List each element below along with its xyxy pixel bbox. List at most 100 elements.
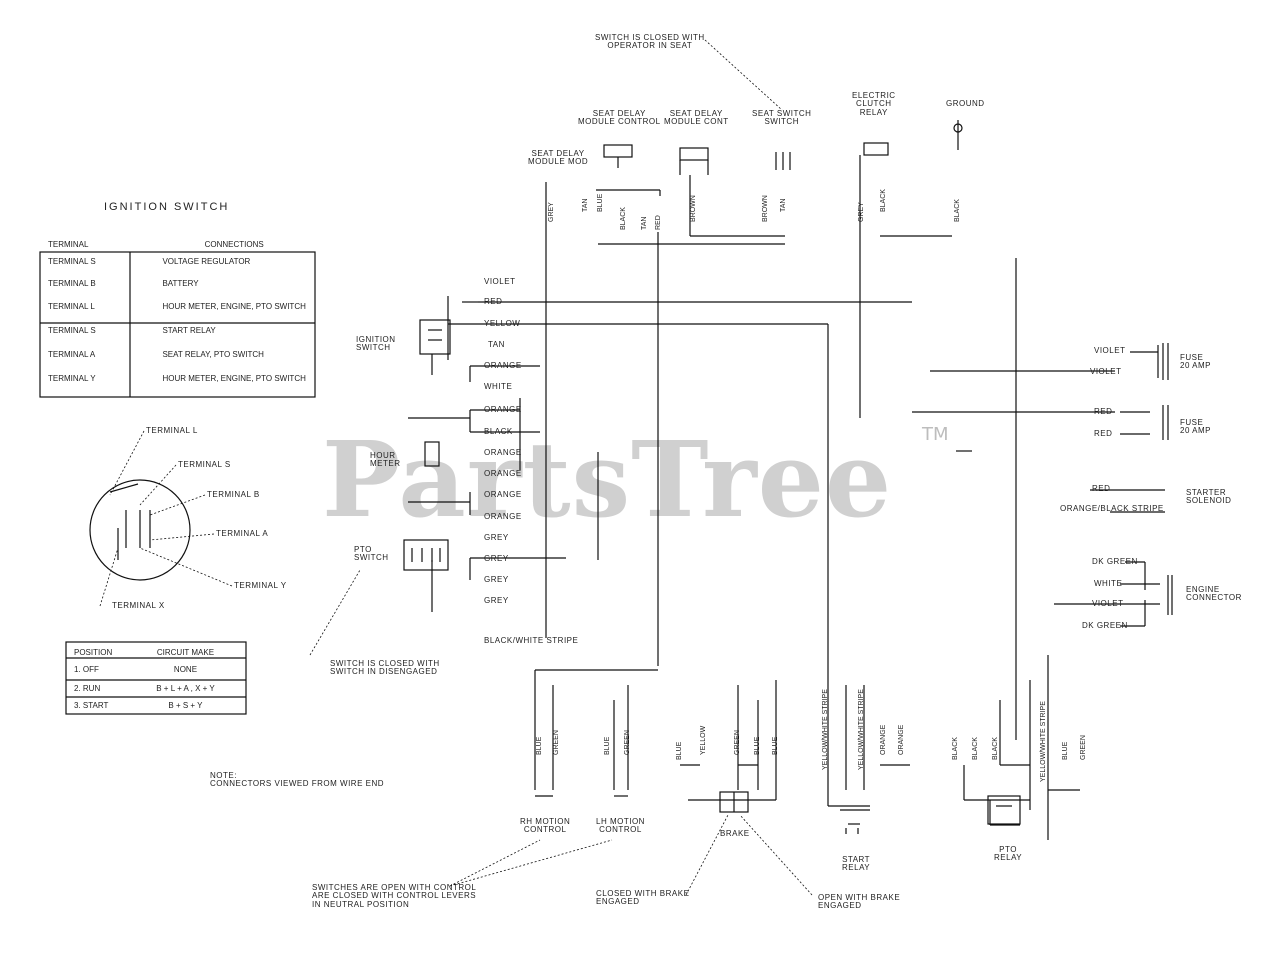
wire-label: BLUE — [597, 193, 604, 212]
wire-label: BLUE — [754, 736, 761, 755]
wire-label: GREY — [484, 575, 509, 584]
wire-label: TAN — [582, 198, 589, 212]
wire-label: BLACK — [484, 427, 513, 436]
wire-label: BLUE — [772, 736, 779, 755]
connection-cell: VOLTAGE REGULATOR — [162, 256, 251, 266]
watermark-text: PartsTree — [322, 418, 893, 541]
connection-cell: START RELAY — [162, 325, 216, 335]
wire-label: GREY — [484, 596, 509, 605]
wire-label: ORANGE — [484, 405, 522, 414]
wire-label: TAN — [488, 340, 505, 349]
wire-label: RED — [655, 215, 662, 230]
wire-label: RED — [1094, 429, 1113, 438]
wire-label: GREEN — [624, 730, 631, 755]
circuit-cell: B + L + A , X + Y — [156, 683, 215, 693]
connector-note: NOTE:CONNECTORS VIEWED FROM WIRE END — [210, 771, 385, 789]
wire-label: BLUE — [536, 736, 543, 755]
connections-header: CONNECTIONS — [204, 239, 264, 249]
wire-label: BROWN — [690, 195, 697, 222]
wire-label: BLACK — [620, 207, 627, 230]
wire-label: VIOLET — [1094, 346, 1126, 355]
switch-terminal-label: TERMINAL L — [146, 426, 198, 435]
wire-label: BLUE — [604, 736, 611, 755]
wire-label: YELLOW/WHITE STRIPE — [822, 689, 829, 770]
wire-label: RED — [1092, 484, 1111, 493]
position-header: POSITION — [74, 647, 113, 657]
wire-label: BLACK — [952, 737, 959, 760]
wire-label: YELLOW — [700, 725, 707, 755]
wire-label: BLACK — [954, 199, 961, 222]
wire-label: BLUE — [676, 741, 683, 760]
switch-terminal-label: TERMINAL S — [178, 460, 231, 469]
wire-label: ORANGE — [484, 361, 522, 370]
terminal-cell: TERMINAL A — [48, 349, 96, 359]
wire-label: ORANGE — [484, 448, 522, 457]
wire-label: GREY — [858, 202, 865, 222]
terminal-cell: TERMINAL L — [48, 301, 95, 311]
ignition-table-title: IGNITION SWITCH — [104, 201, 230, 213]
wire-label: GREEN — [553, 730, 560, 755]
wire-label: TAN — [641, 216, 648, 230]
wire-label: BLACK — [992, 737, 999, 760]
wire-label: BLACK — [880, 189, 887, 212]
trademark-symbol: TM — [922, 424, 949, 445]
wire-label: YELLOW — [484, 319, 521, 328]
wire-label: WHITE — [1094, 579, 1123, 588]
terminal-cell: TERMINAL S — [48, 256, 96, 266]
connection-cell: SEAT RELAY, PTO SWITCH — [162, 349, 264, 359]
wire-label: GREY — [484, 554, 509, 563]
ignition-terminal-table: TERMINAL CONNECTIONS TERMINAL S VOLTAGE R… — [44, 238, 310, 390]
wire-label: DK GREEN — [1092, 557, 1138, 566]
connection-cell: HOUR METER, ENGINE, PTO SWITCH — [162, 301, 306, 311]
terminal-header: TERMINAL — [48, 239, 89, 249]
wire-label: DK GREEN — [1082, 621, 1128, 630]
wire-label: VIOLET — [484, 277, 516, 286]
wire-label: ORANGE — [898, 724, 905, 755]
wire-label: VIOLET — [1092, 599, 1124, 608]
wire-label: RED — [484, 297, 503, 306]
wire-label: ORANGE — [484, 469, 522, 478]
switch-terminal-label: TERMINAL X — [112, 601, 165, 610]
wire-label: ORANGE — [880, 724, 887, 755]
position-cell: 2. RUN — [74, 683, 101, 693]
position-table: POSITION CIRCUIT MAKE 1. OFF NONE 2. RUN B … — [70, 645, 219, 713]
wire-label: GREEN — [1080, 735, 1087, 760]
position-cell: 1. OFF — [74, 664, 99, 674]
wire-label: VIOLET — [1090, 367, 1122, 376]
circuit-header: CIRCUIT MAKE — [156, 647, 215, 657]
wire-label: BROWN — [762, 195, 769, 222]
terminal-cell: TERMINAL B — [48, 278, 96, 288]
wire-label: WHITE — [484, 382, 513, 391]
switch-terminal-label: TERMINAL A — [216, 529, 269, 538]
connection-cell: BATTERY — [162, 278, 199, 288]
wire-label: BLACK — [972, 737, 979, 760]
wire-label: BLACK/WHITE STRIPE — [484, 636, 579, 645]
wire-label: ORANGE/BLACK STRIPE — [1060, 504, 1164, 513]
wire-label: TAN — [780, 198, 787, 212]
wire-label: YELLOW/WHITE STRIPE — [1040, 701, 1047, 782]
terminal-cell: TERMINAL Y — [48, 373, 96, 383]
wire-label: GREEN — [734, 730, 741, 755]
circuit-cell: NONE — [173, 664, 198, 674]
